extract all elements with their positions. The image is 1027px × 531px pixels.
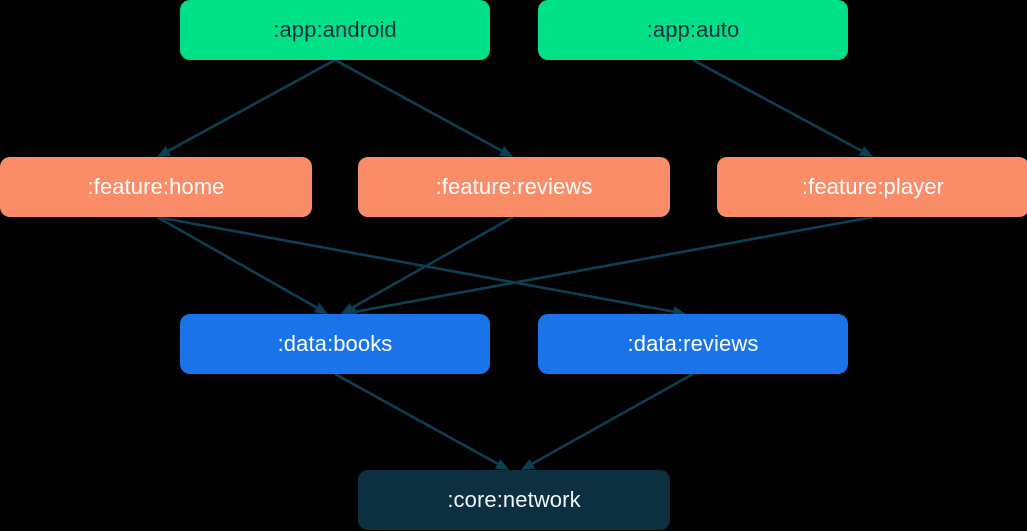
arrowhead-icon bbox=[157, 145, 172, 157]
arrowhead-icon bbox=[521, 458, 536, 470]
node-feature-player[interactable]: :feature:player bbox=[717, 157, 1027, 217]
edge-line bbox=[334, 58, 503, 152]
node-core-network[interactable]: :core:network bbox=[358, 470, 670, 530]
edge-line bbox=[167, 58, 336, 152]
node-data-reviews[interactable]: :data:reviews bbox=[538, 314, 848, 374]
edge-app-android-to-feature-home bbox=[157, 58, 336, 157]
arrowhead-icon bbox=[313, 302, 328, 314]
node-feature-home[interactable]: :feature:home bbox=[0, 157, 312, 217]
edge-line bbox=[156, 215, 318, 309]
edge-data-books-to-core-network bbox=[334, 372, 509, 470]
edge-line bbox=[692, 58, 863, 152]
edge-feature-home-to-data-books bbox=[156, 215, 328, 314]
edge-line bbox=[351, 215, 514, 309]
edge-line bbox=[531, 372, 694, 465]
arrowhead-icon bbox=[498, 145, 513, 157]
node-app-auto[interactable]: :app:auto bbox=[538, 0, 848, 60]
edge-line bbox=[355, 215, 874, 313]
edge-line bbox=[334, 372, 499, 465]
edge-feature-home-to-data-reviews bbox=[156, 215, 686, 318]
node-app-android[interactable]: :app:android bbox=[180, 0, 490, 60]
arrowhead-icon bbox=[341, 302, 356, 314]
edge-feature-player-to-data-books bbox=[343, 215, 874, 318]
arrowhead-icon bbox=[494, 458, 509, 470]
node-data-books[interactable]: :data:books bbox=[180, 314, 490, 374]
node-feature-reviews[interactable]: :feature:reviews bbox=[358, 157, 670, 217]
edge-feature-reviews-to-data-books bbox=[341, 215, 514, 314]
edge-app-auto-to-feature-player bbox=[692, 58, 873, 157]
arrowhead-icon bbox=[858, 145, 873, 157]
edge-line bbox=[156, 215, 674, 313]
edge-data-reviews-to-core-network bbox=[521, 372, 694, 470]
edge-app-android-to-feature-reviews bbox=[334, 58, 513, 157]
